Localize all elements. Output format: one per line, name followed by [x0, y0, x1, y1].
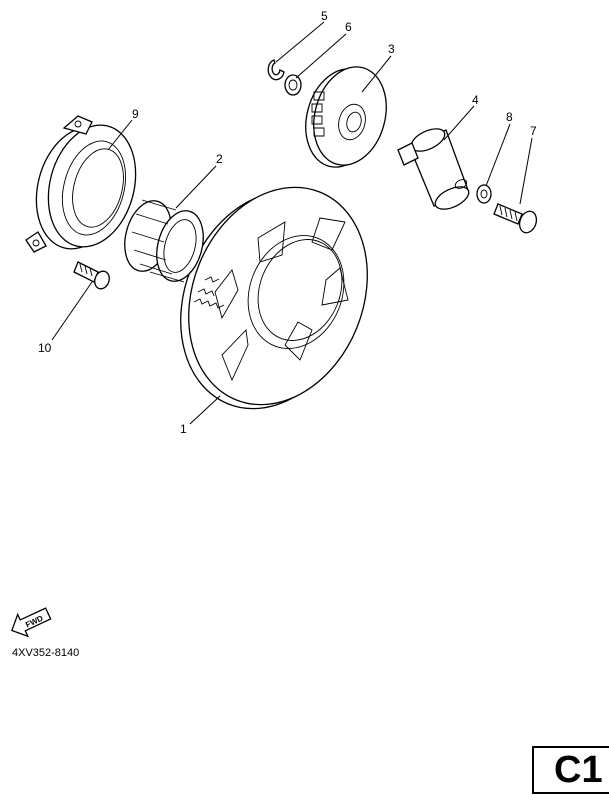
diagram-code: 4XV352-8140: [12, 647, 80, 659]
starter-wheel-gear: [180, 186, 368, 410]
callout-7: 7: [530, 124, 537, 138]
page-reference: C1: [532, 746, 609, 794]
bolt-left: [73, 261, 110, 290]
callout-3: 3: [388, 42, 395, 56]
callout-2: 2: [216, 152, 223, 166]
washer-upper: [284, 74, 302, 96]
idle-shaft: [397, 128, 470, 210]
washer-right: [476, 184, 492, 204]
circlip: [267, 59, 285, 81]
starter-clutch-housing: [25, 115, 137, 253]
callout-5: 5: [321, 9, 328, 23]
idle-gear: [305, 66, 387, 168]
callout-10: 10: [38, 341, 52, 355]
callout-4: 4: [472, 93, 479, 107]
callout-1: 1: [180, 422, 187, 436]
fwd-arrow-icon: FWD: [11, 607, 52, 638]
needle-bearing: [124, 199, 204, 283]
callout-9: 9: [132, 107, 139, 121]
bolt-right: [493, 203, 538, 234]
callout-8: 8: [506, 110, 513, 124]
callout-6: 6: [345, 20, 352, 34]
leader-lines: [51, 21, 533, 425]
